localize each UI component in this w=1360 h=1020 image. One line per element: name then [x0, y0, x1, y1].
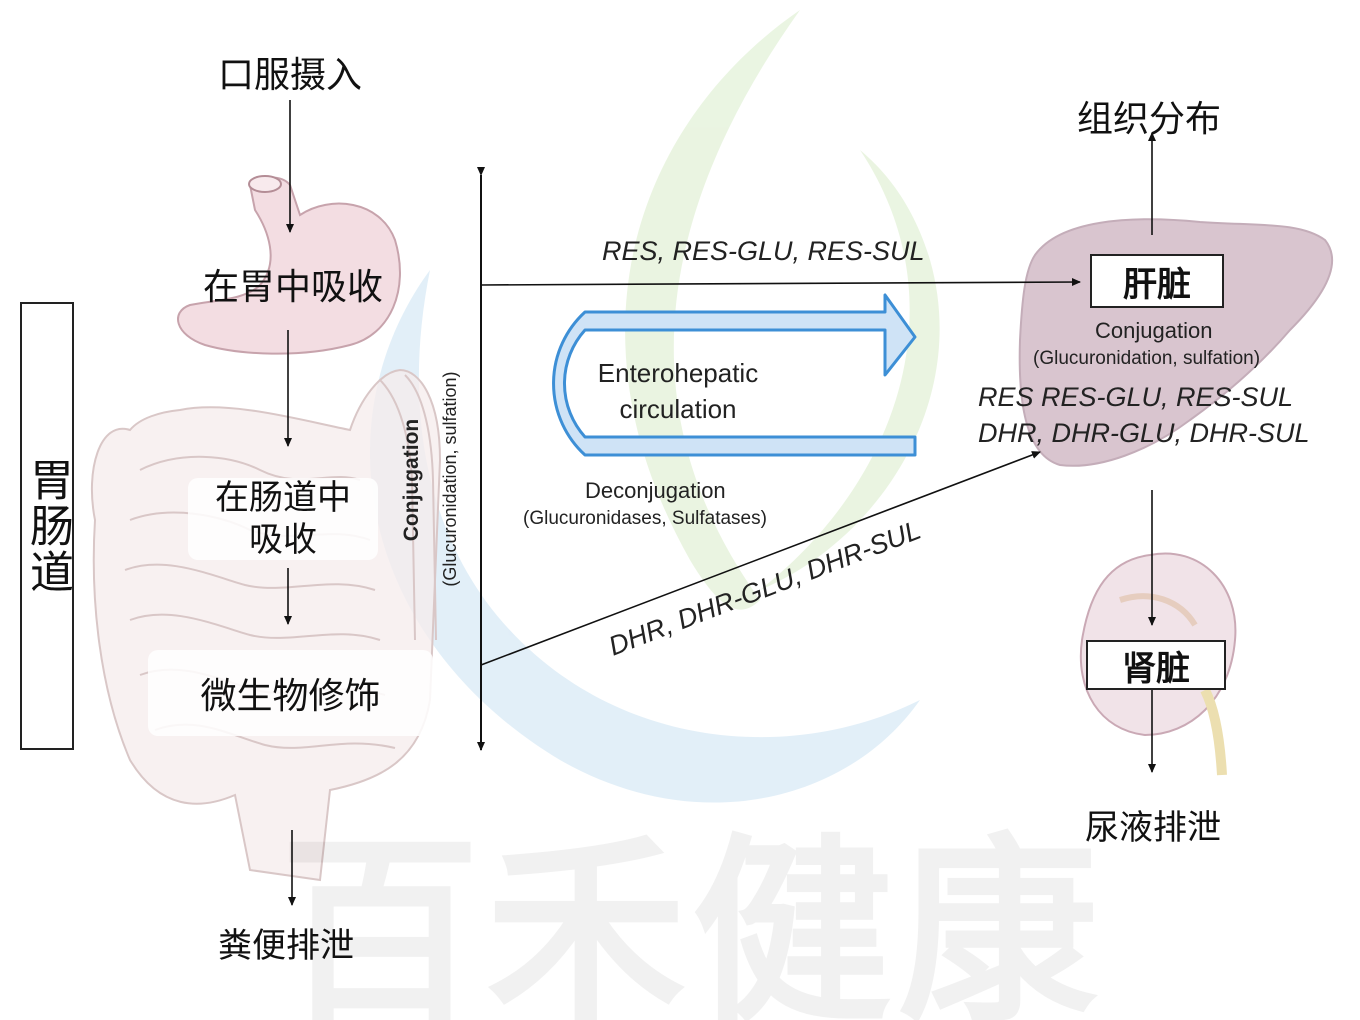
watermark-logo [369, 10, 940, 803]
gi-tract-label: 胃肠道 [22, 457, 73, 595]
liver-label: 肝脏 [1123, 264, 1191, 305]
stomach-absorption-label: 在胃中吸收 [203, 267, 384, 308]
kidney-label: 肾脏 [1122, 648, 1190, 689]
deconjugation-title: Deconjugation [585, 478, 726, 503]
enterohepatic-line1: Enterohepatic [597, 358, 759, 388]
intestine-absorption-line1: 在肠道中 [215, 478, 351, 518]
intestine-absorption-label: 在肠道中 吸收 [188, 478, 378, 560]
gi-tract-label-box: 胃肠道 [20, 302, 74, 750]
watermark-text: 百禾健康 [280, 817, 1105, 1020]
gut-conjugation-subtitle: (Glucuronidation, sulfation) [440, 371, 460, 587]
enterohepatic-circulation-label: Enterohepatic circulation [578, 355, 778, 427]
microbial-modification-label: 微生物修饰 [148, 650, 433, 736]
fecal-excretion-label: 粪便排泄 [218, 926, 354, 966]
enterohepatic-cycle-arrow [552, 293, 917, 457]
gut-to-liver-top-arrow [480, 278, 1081, 287]
liver-metabolites-line1: RES RES-GLU, RES-SUL [978, 382, 1294, 412]
urinary-excretion-label: 尿液排泄 [1085, 808, 1221, 848]
enterohepatic-line2: circulation [619, 394, 737, 424]
intestine-absorption-line2: 吸收 [249, 520, 317, 560]
res-metabolites-label: RES, RES-GLU, RES-SUL [602, 236, 925, 266]
oral-intake-label: 口服摄入 [218, 55, 363, 96]
stomach-illustration [177, 175, 401, 355]
liver-label-box: 肝脏 [1090, 254, 1224, 308]
tissue-distribution-label: 组织分布 [1077, 99, 1222, 140]
gut-conjugation-title: Conjugation [400, 418, 423, 542]
liver-conjugation-title: Conjugation [1095, 318, 1213, 343]
microbial-modification-text: 微生物修饰 [200, 676, 381, 717]
deconjugation-subtitle: (Glucuronidases, Sulfatases) [523, 508, 767, 529]
kidney-label-box: 肾脏 [1086, 640, 1226, 690]
liver-metabolites-line2: DHR, DHR-GLU, DHR-SUL [978, 418, 1310, 448]
liver-conjugation-subtitle: (Glucuronidation, sulfation) [1033, 348, 1261, 369]
gut-to-liver-bottom-arrow [480, 451, 1041, 666]
